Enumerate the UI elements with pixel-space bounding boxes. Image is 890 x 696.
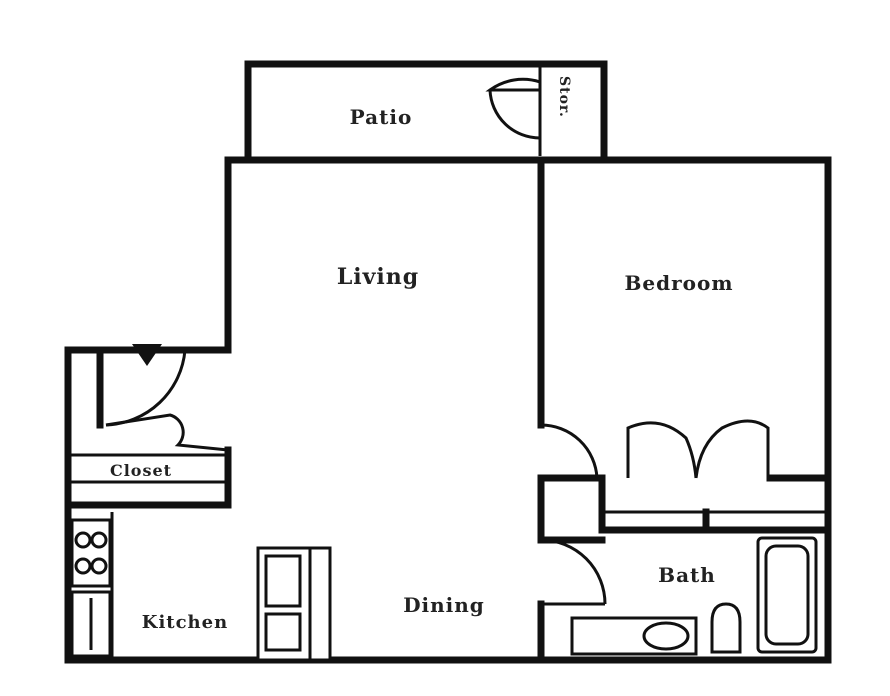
- bath-label: Bath: [658, 563, 716, 587]
- range-icon: [70, 518, 112, 588]
- bedroom-label: Bedroom: [625, 271, 734, 295]
- living-label: Living: [337, 264, 419, 290]
- bath-door-swing: [540, 538, 607, 605]
- exterior-walls: [64, 156, 832, 664]
- entry-arrow-icon: [132, 344, 162, 366]
- closet-label: Closet: [110, 461, 172, 480]
- bathtub: [756, 536, 818, 654]
- patio-area: [244, 60, 608, 164]
- patio-label: Patio: [350, 105, 413, 129]
- storage-label: Stor.: [556, 76, 572, 118]
- kitchen-label: Kitchen: [142, 612, 228, 633]
- doors: [105, 344, 770, 606]
- room-labels: Patio Stor. Living Bedroom Closet Bath K…: [110, 76, 734, 633]
- kitchen-fixtures: [70, 512, 332, 662]
- bedroom-door-swing: [540, 423, 599, 479]
- interior-walls: [64, 156, 832, 664]
- refrigerator-icon: [256, 546, 332, 662]
- dining-label: Dining: [403, 593, 485, 617]
- sink-icon: [642, 621, 690, 651]
- bath-fixtures: [570, 536, 818, 656]
- toilet-icon: [710, 602, 742, 654]
